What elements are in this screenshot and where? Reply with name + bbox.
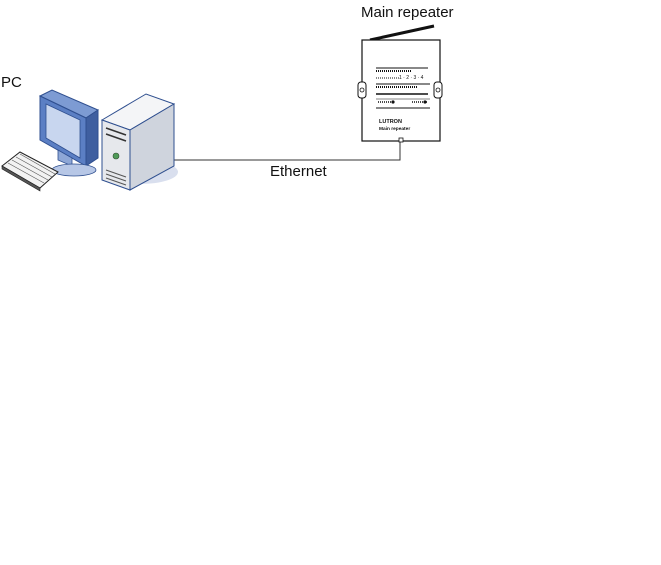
ethernet-cable xyxy=(172,141,401,161)
status-led xyxy=(391,100,395,104)
main-repeater-device: 1 · 2 · 3 · 4 LUTRON Main repeater xyxy=(357,24,443,143)
indicator-rows xyxy=(376,67,430,109)
pc-icon xyxy=(1,89,178,192)
status-led xyxy=(423,100,427,104)
device-brand: LUTRON xyxy=(379,119,402,125)
pc-label: PC xyxy=(1,74,22,91)
device-model: Main repeater xyxy=(379,126,410,132)
antenna-icon xyxy=(369,24,435,42)
computer-tower-icon xyxy=(100,93,176,191)
monitor-icon xyxy=(38,89,100,177)
keyboard-icon xyxy=(1,151,59,192)
main-repeater-label: Main repeater xyxy=(361,4,454,21)
ethernet-label: Ethernet xyxy=(270,163,327,180)
channel-numbers: 1 · 2 · 3 · 4 xyxy=(399,75,424,81)
